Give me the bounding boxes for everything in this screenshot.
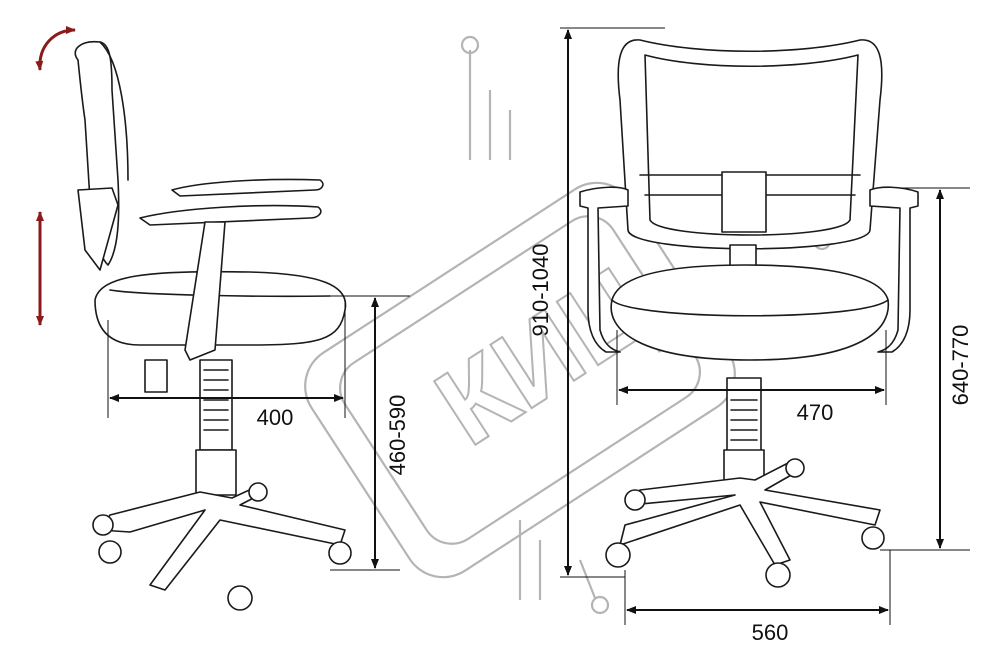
front-view-chair <box>579 39 919 588</box>
tilt-arrow-icon <box>35 26 76 71</box>
base-width-label: 560 <box>752 620 789 645</box>
adjustment-arrows <box>35 26 76 326</box>
side-view-chair <box>74 40 352 611</box>
seat-depth-label: 400 <box>257 405 294 430</box>
armrest-height-label: 640-770 <box>948 325 973 406</box>
seat-height-label: 460-590 <box>385 395 410 476</box>
seat-width-label: 470 <box>797 400 834 425</box>
dimension-lines <box>107 27 970 625</box>
total-height-label: 910-1040 <box>528 244 553 337</box>
